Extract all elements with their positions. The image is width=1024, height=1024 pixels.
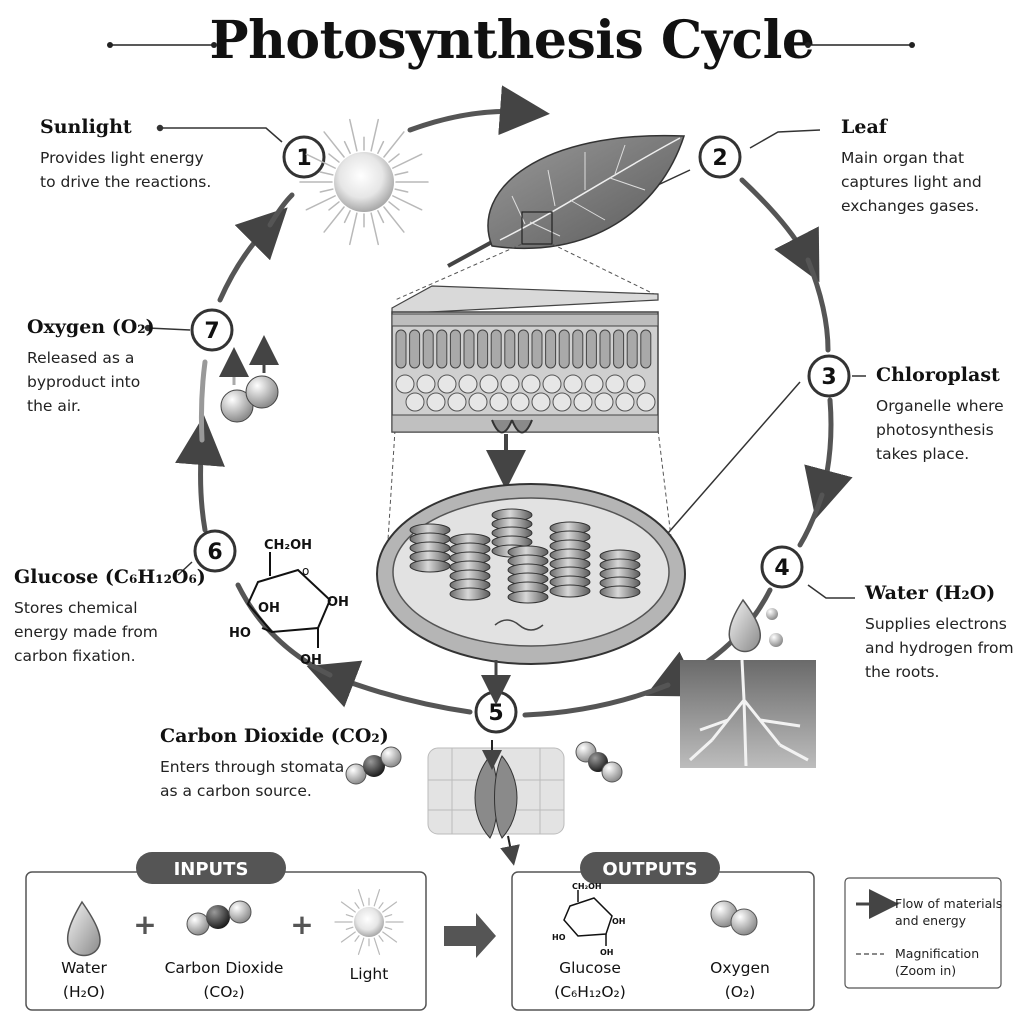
step-2-badge: 2	[700, 137, 740, 177]
step-1-label: Sunlight Provides light energy to drive …	[40, 116, 211, 194]
step-1-number: 1	[296, 146, 311, 171]
step-5-name: Carbon Dioxide (CO₂)	[160, 725, 389, 747]
step-5-desc-1: Enters through stomata	[160, 755, 389, 779]
input-co2-name: Carbon Dioxide	[154, 956, 294, 980]
input-water-formula: (H₂O)	[44, 980, 124, 1004]
step-7-badge: 7	[192, 310, 232, 350]
legend-magnification-line-1: Magnification	[895, 945, 979, 962]
leaf-cross-section	[392, 286, 658, 470]
chloroplast-illustration	[377, 484, 685, 690]
step-3-label: Chloroplast Organelle where photosynthes…	[876, 364, 1004, 466]
step-2-number: 2	[712, 146, 727, 171]
co2-molecule-icon-right	[576, 742, 622, 782]
title-ornament-left	[107, 42, 217, 48]
input-water-caption: Water (H₂O)	[44, 956, 124, 1004]
inputs-to-outputs-arrow	[444, 913, 496, 958]
glucose-structure-icon	[248, 552, 330, 648]
step-6-desc-2: energy made from	[14, 620, 206, 644]
step-4-number: 4	[774, 556, 789, 581]
step-4-name: Water (H₂O)	[865, 582, 1014, 604]
step-7-desc-1: Released as a	[27, 346, 155, 370]
leaf-icon	[448, 136, 684, 266]
step-5-desc-2: as a carbon source.	[160, 779, 389, 803]
stomata-icon	[428, 740, 564, 856]
legend-magnification-text: Magnification (Zoom in)	[895, 945, 979, 979]
inputs-title: INPUTS	[174, 859, 249, 880]
sun-core	[334, 152, 394, 212]
glucose-ho-label: HO	[229, 626, 251, 641]
step-6-badge: 6	[195, 531, 235, 571]
oxygen-molecule-icon	[221, 350, 278, 422]
step-3-desc-1: Organelle where	[876, 394, 1004, 418]
step-5-number: 5	[488, 701, 503, 726]
legend-magnification-line-2: (Zoom in)	[895, 962, 979, 979]
water-drop-icon	[729, 600, 783, 652]
output-glucose-oh: OH	[612, 917, 626, 926]
step-4-desc-3: the roots.	[865, 660, 1014, 684]
glucose-oh-label-3: OH	[300, 653, 322, 668]
outputs-title: OUTPUTS	[602, 859, 697, 880]
input-co2-formula: (CO₂)	[154, 980, 294, 1004]
step-6-desc-3: carbon fixation.	[14, 644, 206, 668]
legend-flow-line-1: Flow of materials	[895, 895, 1002, 912]
step-3-desc-3: takes place.	[876, 442, 1004, 466]
step-5-label: Carbon Dioxide (CO₂) Enters through stom…	[160, 725, 389, 803]
inputs-plus-1: +	[133, 908, 156, 941]
step-1-desc-2: to drive the reactions.	[40, 170, 211, 194]
step-7-desc-2: byproduct into	[27, 370, 155, 394]
output-glucose-formula: (C₆H₁₂O₂)	[540, 980, 640, 1004]
glucose-oh-label-2: OH	[327, 595, 349, 610]
step-2-name: Leaf	[841, 116, 982, 138]
step-2-label: Leaf Main organ that captures light and …	[841, 116, 982, 218]
input-light-name: Light	[334, 962, 404, 986]
step-6-desc-1: Stores chemical	[14, 596, 206, 620]
input-water-name: Water	[44, 956, 124, 980]
title-ornament-right	[805, 42, 915, 48]
input-co2-caption: Carbon Dioxide (CO₂)	[154, 956, 294, 1004]
step-1-desc-1: Provides light energy	[40, 146, 211, 170]
output-glucose-name: Glucose	[540, 956, 640, 980]
glucose-ch2oh-label: CH₂OH	[264, 538, 312, 553]
step-3-name: Chloroplast	[876, 364, 1004, 386]
step-7-name: Oxygen (O₂)	[27, 316, 155, 338]
legend-flow-text: Flow of materials and energy	[895, 895, 1002, 929]
step-4-label: Water (H₂O) Supplies electrons and hydro…	[865, 582, 1014, 684]
step-2-desc-1: Main organ that	[841, 146, 982, 170]
inputs-plus-2: +	[290, 908, 313, 941]
output-glucose-ch2oh: CH₂OH	[572, 882, 602, 891]
input-light-caption: Light	[334, 962, 404, 986]
roots-in-soil-icon	[680, 660, 816, 768]
svg-text:o: o	[302, 564, 309, 578]
step-3-number: 3	[821, 365, 836, 390]
step-2-desc-2: captures light and	[841, 170, 982, 194]
step-1-badge: 1	[284, 137, 324, 177]
step-2-desc-3: exchanges gases.	[841, 194, 982, 218]
step-3-desc-2: photosynthesis	[876, 418, 1004, 442]
output-oxygen-name: Oxygen	[700, 956, 780, 980]
step-4-desc-1: Supplies electrons	[865, 612, 1014, 636]
step-6-name: Glucose (C₆H₁₂O₆)	[14, 566, 206, 588]
output-oxygen-caption: Oxygen (O₂)	[700, 956, 780, 1004]
step-4-badge: 4	[762, 547, 802, 587]
step-4-desc-2: and hydrogen from	[865, 636, 1014, 660]
step-3-badge: 3	[809, 356, 849, 396]
step-1-name: Sunlight	[40, 116, 211, 138]
glucose-oh-label-1: OH	[258, 601, 280, 616]
step-7-desc-3: the air.	[27, 394, 155, 418]
output-glucose-ho: HO	[552, 933, 566, 942]
legend-flow-line-2: and energy	[895, 912, 1002, 929]
step-6-label: Glucose (C₆H₁₂O₆) Stores chemical energy…	[14, 566, 206, 668]
step-6-number: 6	[207, 540, 222, 565]
step-7-label: Oxygen (O₂) Released as a byproduct into…	[27, 316, 155, 418]
step-5-badge: 5	[476, 692, 516, 732]
output-glucose-caption: Glucose (C₆H₁₂O₂)	[540, 956, 640, 1004]
step-7-number: 7	[204, 319, 219, 344]
output-oxygen-formula: (O₂)	[700, 980, 780, 1004]
